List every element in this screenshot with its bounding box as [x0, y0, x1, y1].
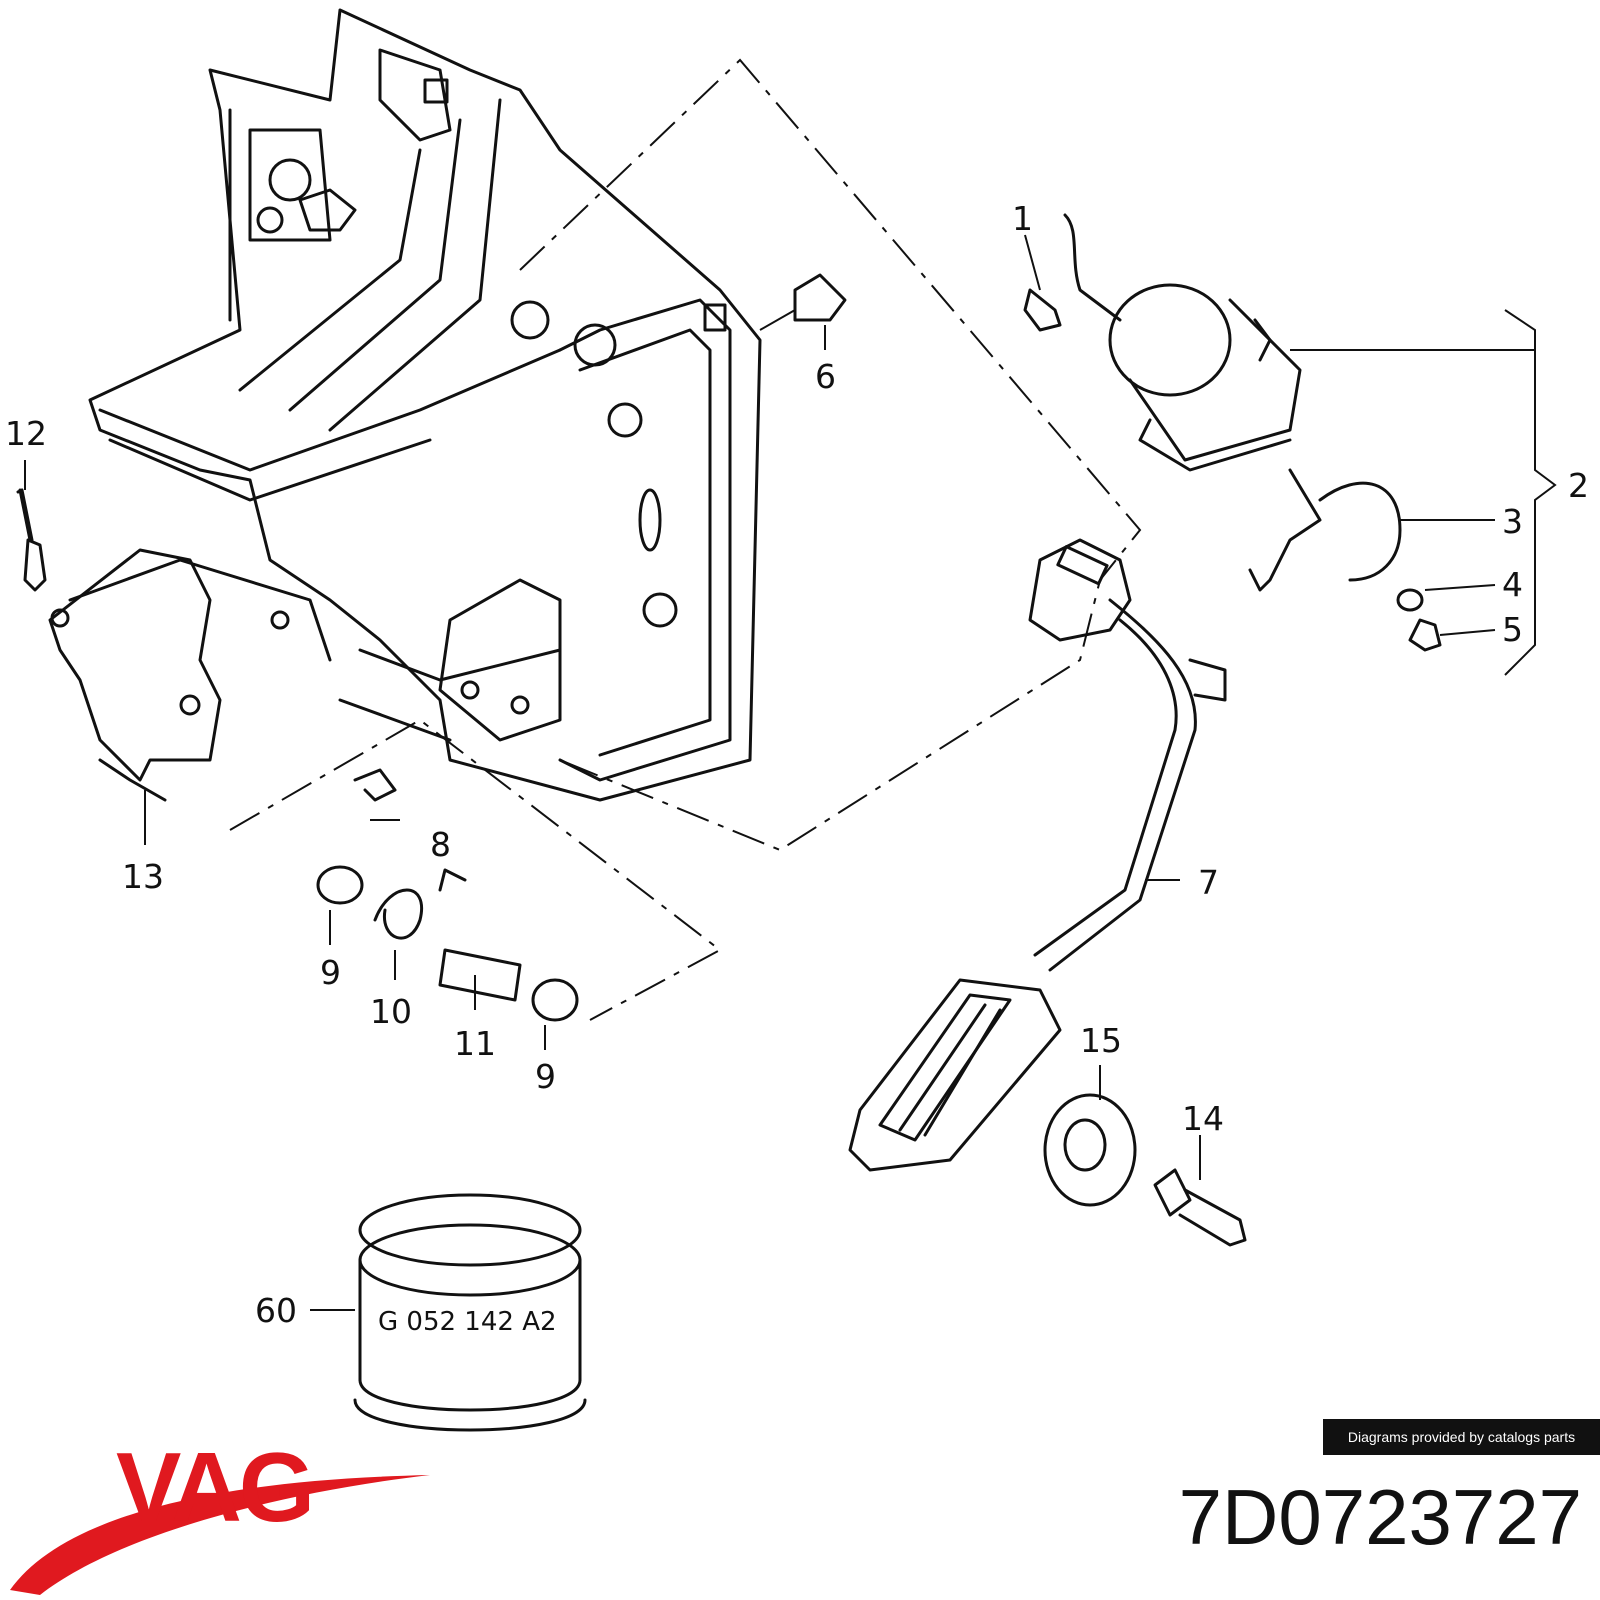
callout-13: 13 — [122, 857, 164, 896]
callout-1: 1 — [1012, 199, 1033, 238]
spring-group-boundary — [229, 718, 722, 1021]
callout-6: 6 — [815, 357, 836, 396]
brand-swoosh — [10, 1475, 430, 1595]
callout-5: 5 — [1502, 610, 1523, 649]
pin-part — [16, 488, 47, 592]
spring-group — [316, 768, 579, 1022]
callout-11: 11 — [454, 1024, 496, 1063]
callout-2: 2 — [1568, 466, 1589, 505]
pedal-lever — [848, 538, 1227, 1172]
screw-part — [1153, 1168, 1247, 1247]
callout-14: 14 — [1182, 1099, 1224, 1138]
grease-tube — [353, 1193, 587, 1432]
callout-15: 15 — [1080, 1021, 1122, 1060]
actuator-assembly — [1023, 213, 1442, 652]
callout-9a: 9 — [320, 953, 341, 992]
part-number: 7D0723727 — [1178, 1473, 1582, 1561]
callout-4: 4 — [1502, 565, 1523, 604]
tube-stamp: G 052 142 A2 — [378, 1307, 557, 1337]
callout-10: 10 — [370, 992, 412, 1031]
assembly-boundary — [519, 58, 1142, 852]
callout-9b: 9 — [535, 1057, 556, 1096]
callout-12: 12 — [5, 414, 47, 453]
callout-3: 3 — [1502, 502, 1523, 541]
clip-part — [793, 273, 847, 322]
callout-8: 8 — [430, 825, 451, 864]
brand-logo: VAG — [116, 1432, 315, 1542]
callout-60: 60 — [255, 1291, 297, 1330]
callout-7: 7 — [1198, 863, 1219, 902]
left-bracket — [48, 548, 332, 802]
washer-part — [1043, 1093, 1137, 1207]
credit-banner: Diagrams provided by catalogs parts — [1323, 1419, 1600, 1455]
leader-lines — [24, 234, 1557, 1311]
pedal-bracket — [88, 8, 762, 802]
